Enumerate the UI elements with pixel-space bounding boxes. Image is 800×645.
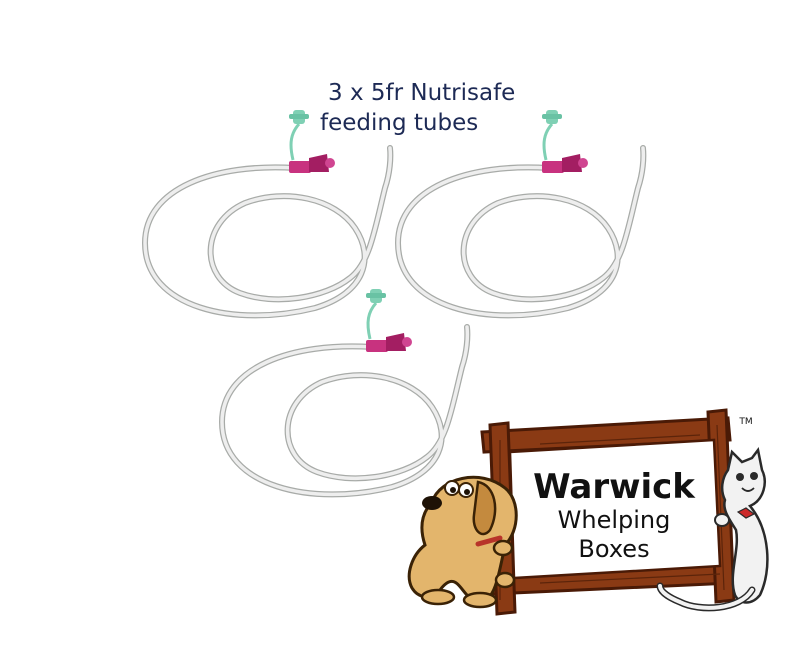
product-caption: 3 x 5fr Nutrisafe feeding tubes [300,78,600,138]
feeding-tube-icon [398,110,643,315]
feeding-tube-icon [145,110,390,315]
logo-text-warwick: Warwick [533,467,696,507]
cat-mascot-icon [656,447,769,612]
caption-line-1: 3 x 5fr Nutrisafe [328,80,516,106]
logo-text-boxes: Boxes [578,535,649,563]
dog-mascot-icon [407,475,518,609]
trademark-symbol: TM [738,417,752,427]
caption-line-2: feeding tubes [320,110,479,136]
logo-text-whelping: Whelping [558,506,671,534]
warwick-logo: Warwick Whelping Boxes TM [407,408,769,616]
feeding-tube-icon [222,289,467,494]
